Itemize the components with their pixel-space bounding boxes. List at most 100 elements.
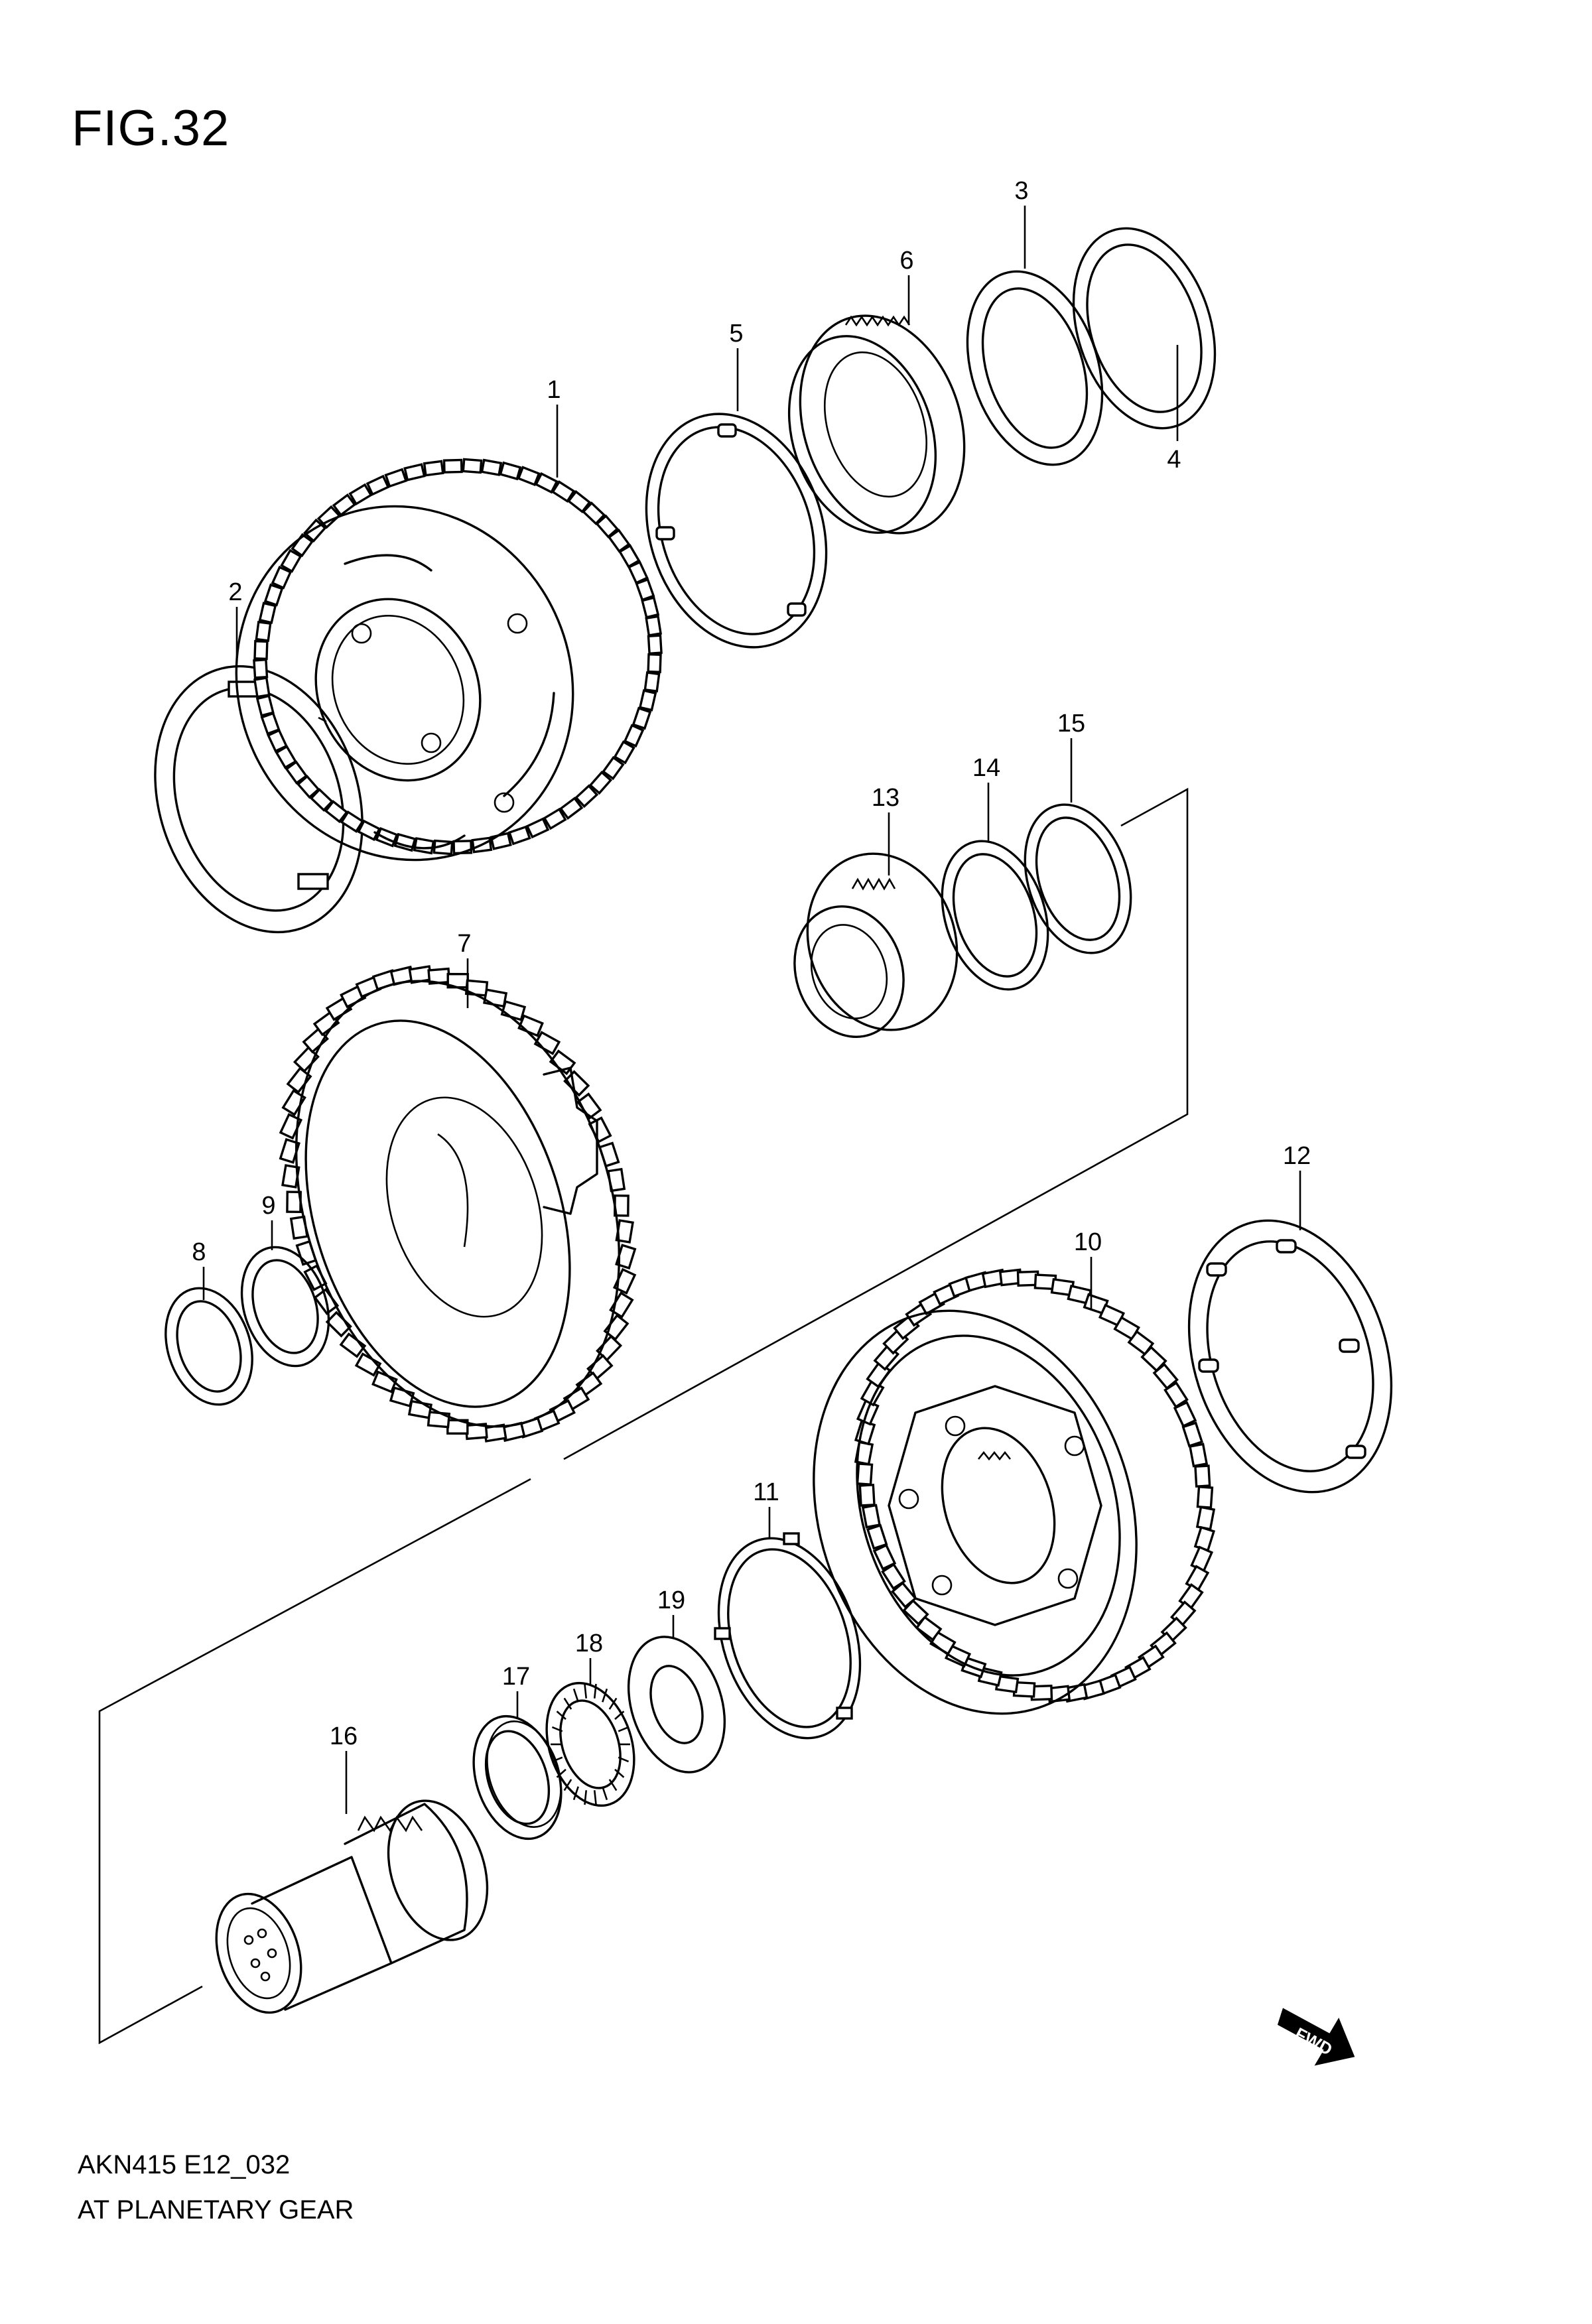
gear-tooth	[480, 458, 503, 476]
gear-tooth	[647, 653, 662, 673]
gear-tooth	[413, 837, 435, 855]
needle-roller	[614, 1711, 625, 1720]
gear-tooth	[582, 501, 606, 525]
part-12-thrust-plate[interactable]	[1156, 1194, 1425, 1518]
gear-tooth	[618, 544, 641, 568]
gear-tooth	[638, 689, 657, 712]
needle-roller	[563, 1779, 572, 1791]
needle-roller	[551, 1756, 563, 1763]
gear-tooth	[641, 596, 660, 619]
gear-tooth	[574, 784, 599, 808]
gear-tooth	[517, 466, 541, 487]
gear-tooth	[280, 549, 302, 573]
callout-number-1[interactable]: 1	[547, 376, 561, 404]
part-5-thrust-plate[interactable]	[618, 391, 856, 671]
part-15-washer[interactable]	[1007, 791, 1149, 966]
part-6-sun-gear[interactable]	[765, 294, 991, 554]
gear-tooth	[389, 1386, 415, 1408]
needle-roller	[602, 1786, 608, 1801]
needle-roller	[584, 1790, 588, 1805]
callout-number-5[interactable]: 5	[729, 320, 743, 348]
gear-tooth	[464, 979, 489, 997]
fwd-arrow: FWD	[1277, 2008, 1355, 2066]
gear-tooth	[285, 760, 308, 785]
part-11-thrust-washer[interactable]	[695, 1520, 884, 1757]
gear-tooth	[881, 1563, 906, 1590]
gear-tooth	[559, 797, 584, 820]
gear-tooth	[635, 578, 655, 602]
needle-roller	[593, 1683, 597, 1699]
diagram-name: AT PLANETARY GEAR	[78, 2195, 354, 2225]
callout-number-6[interactable]: 6	[899, 247, 913, 275]
gear-tooth	[588, 771, 613, 795]
part-17-bearing-race[interactable]	[459, 1705, 576, 1850]
callout-number-18[interactable]: 18	[575, 1630, 603, 1657]
gear-tooth	[253, 640, 269, 661]
part-18-needle-bearing[interactable]	[532, 1671, 649, 1817]
gear-tooth	[525, 817, 550, 839]
callout-number-14[interactable]: 14	[972, 754, 1000, 782]
gear-tooth	[623, 724, 645, 748]
gear-tooth	[861, 1504, 882, 1529]
callout-number-19[interactable]: 19	[657, 1586, 685, 1614]
needle-roller	[563, 1697, 572, 1710]
part-10-planetary-carrier[interactable]	[763, 1268, 1216, 1756]
callout-number-7[interactable]: 7	[457, 930, 471, 958]
callout-number-12[interactable]: 12	[1283, 1142, 1311, 1170]
gear-tooth	[1181, 1421, 1204, 1448]
gear-tooth	[375, 826, 399, 848]
callout-number-3[interactable]: 3	[1014, 177, 1028, 205]
callout-number-15[interactable]: 15	[1057, 710, 1085, 738]
needle-roller	[551, 1726, 563, 1732]
needle-roller	[614, 1768, 625, 1778]
part-9-washer[interactable]	[228, 1236, 344, 1377]
gear-tooth	[255, 620, 272, 642]
gear-tooth	[507, 825, 531, 846]
gear-tooth	[534, 472, 559, 494]
part-1-planetary-ring-gear[interactable]	[178, 401, 718, 915]
gear-tooth	[1193, 1525, 1216, 1552]
part-7-ring-gear-drum[interactable]	[242, 939, 674, 1468]
callout-number-10[interactable]: 10	[1074, 1228, 1102, 1256]
callout-number-8[interactable]: 8	[192, 1238, 206, 1266]
gear-tooth	[462, 458, 483, 474]
gear-tooth	[643, 671, 661, 693]
gear-tooth	[297, 775, 320, 799]
callout-number-11[interactable]: 11	[753, 1478, 779, 1506]
gear-tooth	[891, 1581, 917, 1609]
gear-tooth	[258, 602, 277, 624]
part-13-sun-gear[interactable]	[778, 834, 979, 1051]
callout-number-17[interactable]: 17	[502, 1663, 530, 1691]
callout-number-9[interactable]: 9	[261, 1192, 275, 1220]
needle-roller	[618, 1756, 630, 1763]
part-19-washer[interactable]	[612, 1624, 741, 1785]
callout-number-16[interactable]: 16	[330, 1722, 358, 1750]
callout-number-4[interactable]: 4	[1167, 446, 1181, 474]
gear-tooth	[866, 1523, 888, 1550]
part-8-washer[interactable]	[151, 1277, 267, 1416]
gear-tooth	[499, 461, 522, 481]
gear-tooth	[384, 468, 408, 488]
part-16-output-shaft-gear[interactable]	[202, 1788, 504, 2024]
needle-roller	[618, 1726, 630, 1732]
needle-roller	[572, 1688, 579, 1703]
part-14-washer[interactable]	[924, 827, 1066, 1003]
callout-number-2[interactable]: 2	[228, 578, 242, 606]
callout-number-13[interactable]: 13	[872, 784, 899, 812]
gear-tooth	[645, 615, 662, 637]
gear-tooth	[332, 493, 357, 517]
gear-tooth	[1152, 1362, 1179, 1390]
gear-tooth	[365, 474, 390, 496]
gear-tooth	[1163, 1381, 1189, 1409]
gear-tooth	[260, 712, 281, 736]
gear-tooth	[423, 460, 444, 477]
part-3-thrust-washer[interactable]	[944, 254, 1125, 482]
gear-tooth	[856, 1462, 874, 1486]
diagram-code: AKN415 E12_032	[78, 2150, 291, 2179]
gear-tooth	[1196, 1485, 1214, 1509]
gear-tooth	[607, 529, 631, 553]
gear-tooth	[442, 458, 463, 474]
part-4-thrust-washer[interactable]	[1049, 210, 1239, 447]
